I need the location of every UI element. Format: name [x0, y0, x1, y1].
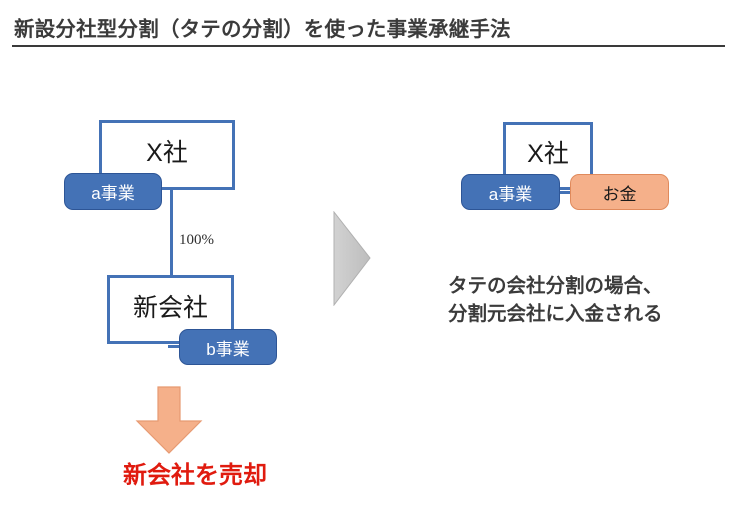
right-business-a-label: a事業: [488, 184, 533, 204]
left-parent-company-label: X社: [146, 139, 188, 167]
left-business-b-badge: b事業: [179, 329, 277, 365]
down-arrow-icon: [134, 385, 204, 455]
right-chevron-arrow-icon: [333, 210, 371, 307]
left-business-a-badge: a事業: [64, 173, 162, 210]
sell-new-company-caption: 新会社を売却: [123, 462, 267, 489]
explanation-note-line-2: 分割元会社に入金される: [448, 303, 663, 326]
explanation-note: タテの会社分割の場合、 分割元会社に入金される: [448, 272, 728, 329]
left-business-b-label: b事業: [206, 339, 250, 359]
left-business-a-label: a事業: [91, 184, 135, 203]
right-business-a-badge: a事業: [461, 174, 560, 210]
title-divider: [12, 45, 725, 47]
business-money-connector-line: [552, 191, 576, 194]
explanation-note-line-1: タテの会社分割の場合、: [448, 275, 663, 297]
right-parent-company-label: X社: [527, 140, 569, 168]
ownership-connector-line: [170, 186, 173, 278]
money-badge: お金: [570, 174, 669, 210]
page-title: 新設分社型分割（タテの分割）を使った事業承継手法: [14, 18, 511, 41]
left-child-company-label: 新会社: [132, 293, 208, 322]
ownership-percent-label: 100%: [179, 232, 214, 248]
money-badge-label: お金: [602, 184, 637, 204]
